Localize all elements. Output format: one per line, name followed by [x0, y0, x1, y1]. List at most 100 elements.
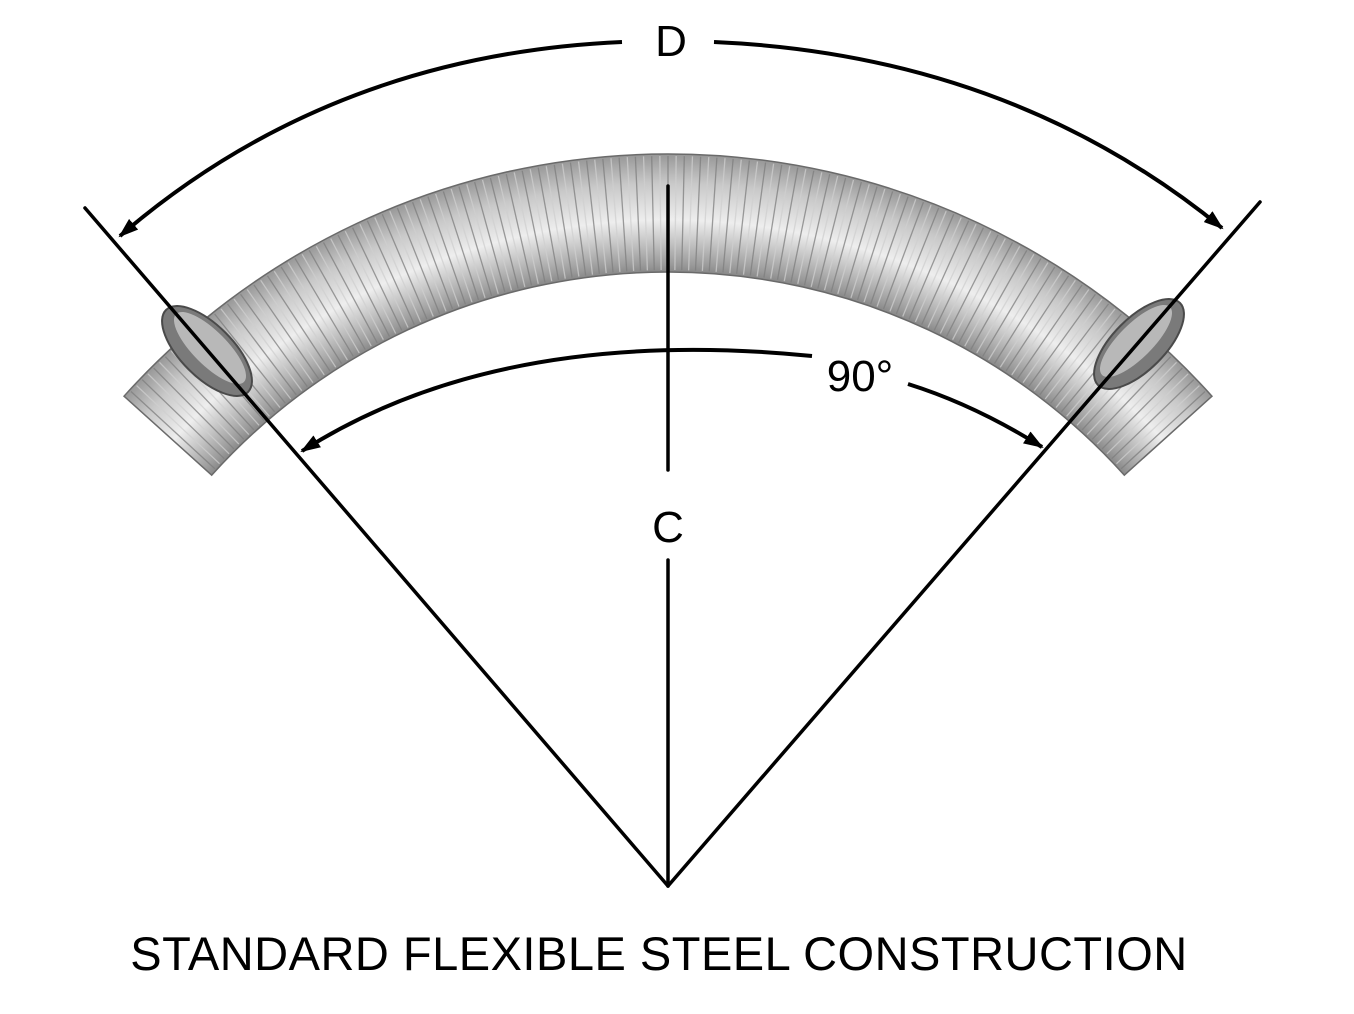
pipe-rib — [246, 289, 314, 384]
pipe-rib — [474, 181, 506, 293]
pipe-rib — [651, 156, 655, 271]
pipe-rib — [1044, 308, 1116, 400]
arc-angle-left — [300, 347, 813, 453]
pipe-rib — [694, 156, 702, 271]
pipe-rib — [427, 196, 467, 305]
left-radius-line — [83, 206, 670, 888]
pipe-rib — [756, 163, 775, 277]
arc-dimension-d — [118, 40, 1224, 238]
pipe-rib — [681, 156, 685, 271]
pipe-rib — [770, 166, 791, 279]
pipe-rib — [411, 201, 454, 310]
pipe-rib — [569, 162, 587, 276]
pipe-rib — [481, 179, 513, 291]
pipe-rib — [882, 201, 925, 310]
pipe-rib — [634, 156, 642, 271]
pipe-rib — [366, 220, 415, 325]
pipe-rib — [136, 385, 220, 465]
pipe-rib — [561, 163, 580, 277]
pipe-rib — [226, 303, 297, 396]
pipe-rib — [273, 270, 337, 368]
pipe-rib — [763, 164, 783, 278]
pipe-rib — [908, 213, 955, 320]
pipe-rib — [1050, 313, 1122, 404]
pipe-rib — [1016, 284, 1083, 380]
pipe-rib — [742, 161, 759, 275]
right-radius-line — [666, 200, 1262, 888]
pipe-rib — [489, 177, 519, 289]
pipe-rib — [976, 253, 1035, 354]
radial-lines — [83, 184, 1262, 888]
label-angle: 90° — [827, 352, 894, 401]
pipe-rib — [999, 270, 1063, 368]
pipe-rib — [626, 157, 635, 271]
pipe-rib — [594, 159, 607, 274]
pipe-rib — [359, 223, 409, 328]
pipe-rib — [442, 191, 480, 301]
pipe-rib — [220, 308, 292, 400]
pipe-rib — [830, 181, 862, 293]
pipe-rib — [330, 238, 384, 341]
pipe-rib — [701, 157, 710, 271]
pipe-rib — [964, 245, 1021, 347]
pipe-rib — [790, 170, 815, 283]
pipe-rib — [921, 220, 970, 325]
pipe-rib — [610, 158, 621, 272]
pipe-rib — [1022, 289, 1090, 384]
pipe-rib — [130, 391, 216, 470]
pipe-rib — [287, 262, 348, 361]
pipe-rib — [545, 166, 566, 279]
arc-angle-right — [907, 382, 1044, 449]
pipe-rib — [674, 156, 677, 271]
pipe-rib — [396, 207, 441, 315]
pipe-rib — [1039, 303, 1110, 396]
pipe-rib — [505, 173, 533, 286]
pipe-rib — [450, 188, 486, 298]
pipe-rib — [240, 293, 308, 388]
pipe-rib — [553, 164, 573, 278]
pipe-rib — [817, 177, 847, 289]
pipe-rib — [141, 379, 225, 460]
pipe-rib — [381, 213, 428, 320]
pipe-rib — [260, 279, 325, 376]
pipe-rib — [1096, 361, 1178, 445]
pipe-rib — [783, 168, 807, 282]
pipe-rib — [708, 157, 718, 272]
pipe-rib — [876, 199, 917, 307]
pipe-rib — [497, 175, 526, 288]
pipe-rib — [736, 160, 751, 274]
pipe-rib — [280, 266, 343, 364]
pipe-rib — [344, 230, 397, 334]
pipe-rib — [902, 210, 947, 317]
pipe-rib — [970, 249, 1028, 350]
pipe-rib — [939, 230, 992, 334]
pipe-rib — [729, 159, 742, 274]
pipe-rib — [722, 158, 734, 273]
pipe-rib — [1011, 279, 1076, 376]
pipe-rib — [404, 204, 447, 312]
pipe-rib — [1120, 391, 1206, 470]
pipe-rib — [301, 253, 360, 354]
pipe-rib — [823, 179, 855, 291]
pipe-rib — [914, 217, 962, 323]
arc-d-right — [713, 40, 1224, 230]
pipe-rib — [659, 156, 662, 271]
pipe-rib — [1091, 356, 1172, 440]
pipe-rib — [837, 184, 870, 295]
pipe-rib — [895, 207, 940, 315]
pipe-rib — [952, 238, 1006, 341]
pipe-rib — [715, 158, 726, 272]
pipe-rib — [797, 172, 823, 284]
pipe-rib — [308, 249, 366, 350]
pipe-rib — [749, 162, 767, 276]
pipe-rib — [776, 167, 799, 280]
pipe-rib — [687, 156, 694, 271]
pipe-rib — [266, 275, 331, 372]
pipe-rib — [988, 262, 1049, 361]
arc-dimension-angle — [300, 347, 1044, 453]
pipe-rib — [153, 367, 235, 450]
pipe-rib — [843, 186, 878, 296]
pipe-rib — [1106, 373, 1189, 455]
pipe-rib — [869, 196, 909, 305]
